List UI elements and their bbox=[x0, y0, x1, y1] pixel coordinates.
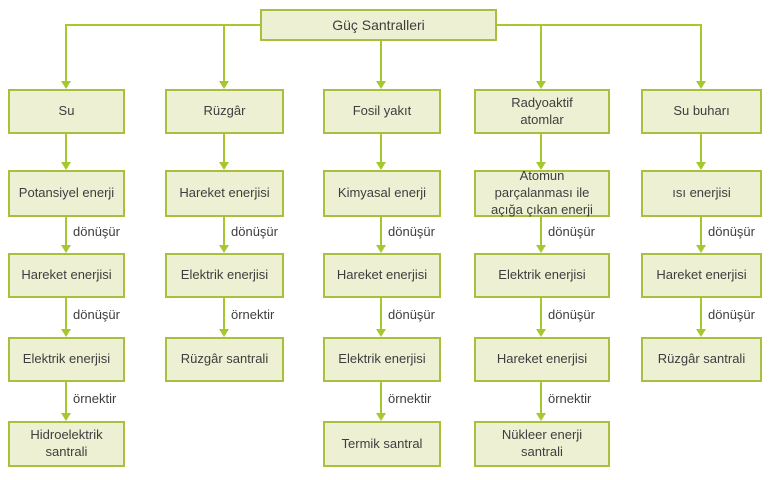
edge-label-donusur: dönüşür bbox=[708, 307, 755, 322]
edge-label-donusur: dönüşür bbox=[548, 224, 595, 239]
arrow-down-icon bbox=[376, 81, 386, 89]
edge-label-donusur: dönüşür bbox=[388, 224, 435, 239]
edge-label-ornektir: örnektir bbox=[388, 391, 432, 406]
connector-line bbox=[223, 217, 225, 246]
connector-line bbox=[540, 24, 542, 82]
edge-label-ornektir: örnektir bbox=[548, 391, 592, 406]
connector-line bbox=[380, 217, 382, 246]
edge-label-donusur: dönüşür bbox=[388, 307, 435, 322]
connector-line bbox=[700, 298, 702, 330]
arrow-down-icon bbox=[61, 245, 71, 253]
connector-line bbox=[65, 298, 67, 330]
connector-line bbox=[700, 134, 702, 163]
col3-header-fosil-yakit: Fosil yakıt bbox=[323, 89, 441, 134]
connector-line bbox=[540, 382, 542, 414]
arrow-down-icon bbox=[536, 413, 546, 421]
connector-line bbox=[223, 134, 225, 163]
col3-node-hareket-enerjisi: Hareket enerjisi bbox=[323, 253, 441, 298]
col2-node-hareket-enerjisi: Hareket enerjisi bbox=[165, 170, 284, 217]
arrow-down-icon bbox=[219, 245, 229, 253]
col1-header-su: Su bbox=[8, 89, 125, 134]
arrow-down-icon bbox=[376, 162, 386, 170]
col1-node-hidroelektrik-santrali: Hidroelektrik santrali bbox=[8, 421, 125, 467]
arrow-down-icon bbox=[696, 81, 706, 89]
arrow-down-icon bbox=[696, 329, 706, 337]
arrow-down-icon bbox=[219, 81, 229, 89]
col4-node-atomun-parcalanmasi: Atomun parçalanması ile açığa çıkan ener… bbox=[474, 168, 610, 217]
arrow-down-icon bbox=[219, 329, 229, 337]
arrow-down-icon bbox=[61, 162, 71, 170]
col5-node-ruzgar-santrali: Rüzgâr santrali bbox=[641, 337, 762, 382]
arrow-down-icon bbox=[219, 162, 229, 170]
arrow-down-icon bbox=[61, 81, 71, 89]
col3-node-termik-santral: Termik santral bbox=[323, 421, 441, 467]
edge-label-donusur: dönüşür bbox=[708, 224, 755, 239]
connector-line bbox=[700, 24, 702, 82]
col4-node-nukleer-enerji-santrali: Nükleer enerji santrali bbox=[474, 421, 610, 467]
col4-node-hareket-enerjisi: Hareket enerjisi bbox=[474, 337, 610, 382]
connector-line bbox=[223, 24, 225, 82]
col3-node-elektrik-enerjisi: Elektrik enerjisi bbox=[323, 337, 441, 382]
col4-node-elektrik-enerjisi: Elektrik enerjisi bbox=[474, 253, 610, 298]
col4-header-radyoaktif-atomlar: Radyoaktif atomlar bbox=[474, 89, 610, 134]
col5-node-isi-enerjisi: ısı enerjisi bbox=[641, 170, 762, 217]
edge-label-ornektir: örnektir bbox=[73, 391, 117, 406]
arrow-down-icon bbox=[61, 413, 71, 421]
connector-line bbox=[540, 298, 542, 330]
edge-label-donusur: dönüşür bbox=[73, 224, 120, 239]
arrow-down-icon bbox=[376, 413, 386, 421]
connector-line bbox=[380, 40, 382, 82]
connector-line bbox=[380, 134, 382, 163]
col2-node-elektrik-enerjisi: Elektrik enerjisi bbox=[165, 253, 284, 298]
col5-node-hareket-enerjisi: Hareket enerjisi bbox=[641, 253, 762, 298]
connector-line bbox=[223, 298, 225, 330]
connector-line bbox=[540, 134, 542, 163]
arrow-down-icon bbox=[536, 329, 546, 337]
arrow-down-icon bbox=[61, 329, 71, 337]
connector-line bbox=[700, 217, 702, 246]
col3-node-kimyasal-enerji: Kimyasal enerji bbox=[323, 170, 441, 217]
col2-header-ruzgar: Rüzgâr bbox=[165, 89, 284, 134]
connector-line bbox=[65, 217, 67, 246]
connector-line bbox=[380, 382, 382, 414]
col1-node-hareket-enerjisi: Hareket enerjisi bbox=[8, 253, 125, 298]
connector-line bbox=[65, 134, 67, 163]
edge-label-ornektir: örnektir bbox=[231, 307, 275, 322]
edge-label-donusur: dönüşür bbox=[548, 307, 595, 322]
edge-label-donusur: dönüşür bbox=[73, 307, 120, 322]
edge-label-donusur: dönüşür bbox=[231, 224, 278, 239]
connector-line bbox=[380, 298, 382, 330]
col5-header-su-buhari: Su buharı bbox=[641, 89, 762, 134]
arrow-down-icon bbox=[696, 245, 706, 253]
arrow-down-icon bbox=[376, 245, 386, 253]
arrow-down-icon bbox=[536, 81, 546, 89]
arrow-down-icon bbox=[376, 329, 386, 337]
root-node-guc-santralleri: Güç Santralleri bbox=[260, 9, 497, 41]
arrow-down-icon bbox=[536, 162, 546, 170]
connector-line bbox=[65, 24, 67, 82]
connector-line bbox=[65, 382, 67, 414]
connector-line bbox=[540, 217, 542, 246]
col1-node-potansiyel-enerji: Potansiyel enerji bbox=[8, 170, 125, 217]
col2-node-ruzgar-santrali: Rüzgâr santrali bbox=[165, 337, 284, 382]
col1-node-elektrik-enerjisi: Elektrik enerjisi bbox=[8, 337, 125, 382]
arrow-down-icon bbox=[696, 162, 706, 170]
arrow-down-icon bbox=[536, 245, 546, 253]
